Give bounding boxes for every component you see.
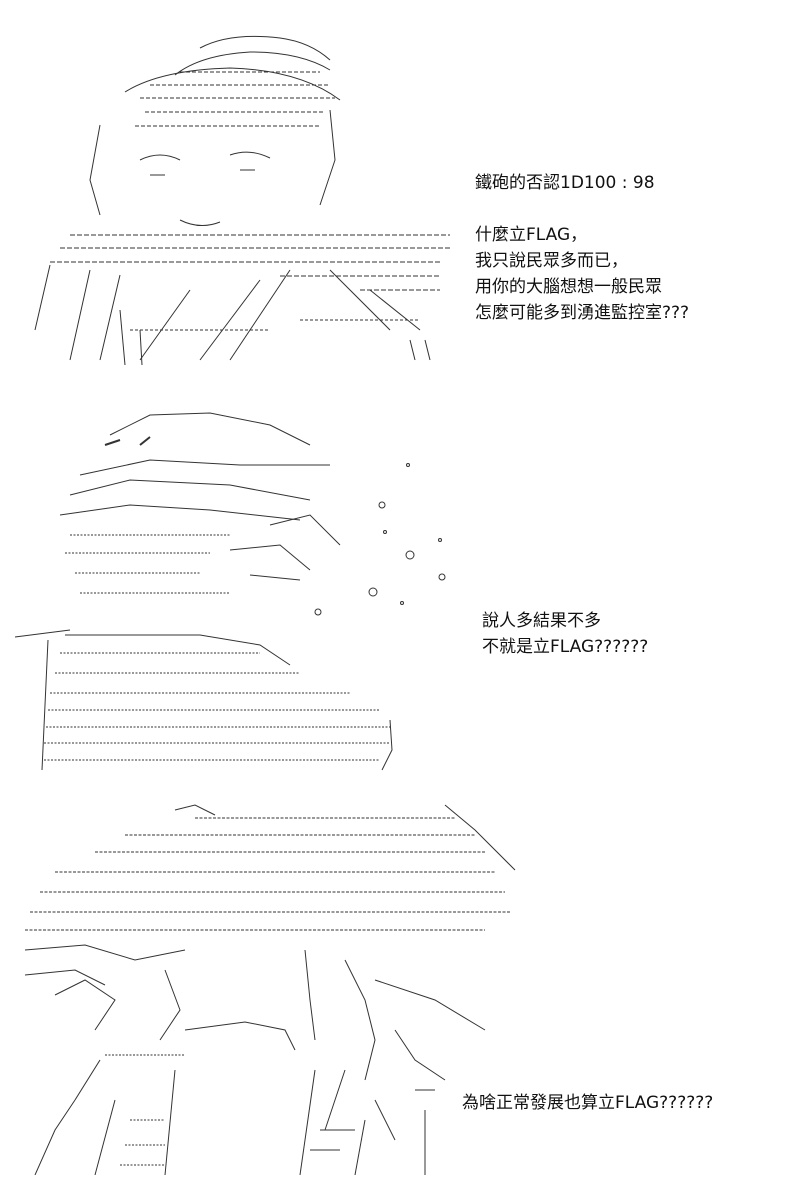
caption-line: 用你的大腦想想一般民眾 [475, 277, 662, 297]
dice-roll-line: 鐵砲的否認1D100 : 98 [475, 173, 655, 193]
caption-line: 什麼立FLAG， [475, 225, 588, 245]
caption-line: 為啥正常發展也算立FLAG?????? [462, 1093, 714, 1113]
comic-panel-3: 為啥正常發展也算立FLAG?????? [0, 790, 800, 1200]
ascii-art-reclining-figure [10, 405, 460, 780]
panel-2-caption: 說人多結果不多 不就是立FLAG?????? [482, 608, 648, 660]
ascii-art-crouching-figure [15, 800, 525, 1175]
comic-panel-1: 鐵砲的否認1D100 : 98 什麼立FLAG， 我只說民眾多而已， 用你的大腦… [0, 0, 800, 395]
comic-panel-2: 說人多結果不多 不就是立FLAG?????? [0, 395, 800, 790]
panel-1-caption: 鐵砲的否認1D100 : 98 什麼立FLAG， 我只說民眾多而已， 用你的大腦… [475, 170, 689, 326]
ascii-art-character-closeup [30, 30, 460, 365]
caption-line: 不就是立FLAG?????? [482, 637, 649, 657]
panel-3-caption: 為啥正常發展也算立FLAG?????? [462, 1090, 713, 1116]
caption-line: 說人多結果不多 [482, 611, 601, 631]
caption-line: 怎麼可能多到湧進監控室??? [475, 303, 690, 323]
caption-spacer [475, 196, 689, 222]
caption-line: 我只說民眾多而已， [475, 251, 628, 271]
